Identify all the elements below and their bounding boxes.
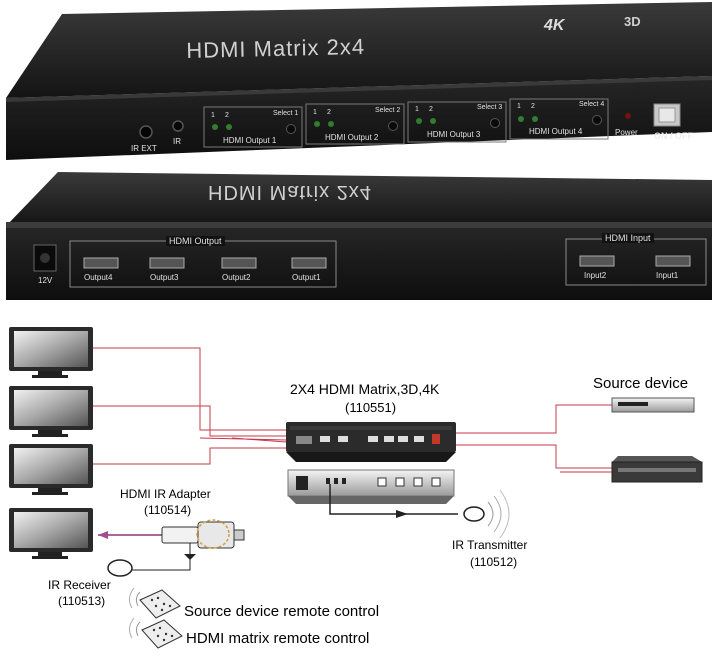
hdmi-input-group-label: HDMI Input [602,233,654,243]
ir-receiver-code: (110513) [58,594,106,608]
source-remote-label: Source device remote control [184,603,380,620]
led-output1-ch2 [226,124,232,130]
output1-label: HDMI Output 1 [223,136,277,145]
output3-port-label: Output3 [150,273,179,282]
hdmi-output2-port[interactable] [221,257,257,269]
ir-receiver-title: IR Receiver [48,578,111,592]
on-off-label: ON / OFF [654,131,693,141]
matrix-title: 2X4 HDMI Matrix,3D,4K [290,381,440,397]
output1-ch1-label: 1 [211,112,215,119]
select1-label: Select 1 [273,110,299,117]
led-output1-ch1 [212,124,218,130]
ir-ext-label: IR EXT [131,144,157,153]
source-remote-control [128,587,181,619]
source-device-label: Source device [593,375,689,392]
front-panel-title: HDMI Matrix 2x4 [186,33,366,63]
ir-label: IR [173,137,181,146]
ir-ext-jack[interactable] [139,125,153,139]
back-panel-title: HDMI Matrix 2x4 [208,181,372,203]
tv-3 [9,444,93,495]
output4-ch2-label: 2 [531,103,535,110]
tv-4 [9,508,93,559]
select3-button[interactable] [490,118,500,128]
ir-transmitter-code: (110512) [470,555,518,569]
hdmi-cables [93,347,612,473]
3d-logo: 3D [624,14,641,29]
led-output2-ch1 [314,121,320,127]
input1-port-label: Input1 [656,271,679,280]
matrix-unit-diagram [286,422,456,504]
tv-1 [9,327,93,378]
hdmi-output1-port[interactable] [291,257,327,269]
output1-ch2-label: 2 [225,112,229,119]
output2-ch1-label: 1 [313,109,317,116]
matrix-remote-label: HDMI matrix remote control [186,630,370,647]
hdmi-input1-port[interactable] [655,255,691,267]
front-panel-device: 4K 3D [6,2,712,160]
source-device-1 [611,397,695,413]
source-device-2 [611,456,703,483]
output4-ch1-label: 1 [517,103,521,110]
ir-transmitter [329,484,510,539]
dc-label: 12V [38,276,53,285]
4k-logo: 4K [543,17,566,34]
output3-ch2-label: 2 [429,106,433,113]
select4-label: Select 4 [579,101,605,108]
hdmi-input2-port[interactable] [579,255,615,267]
select3-label: Select 3 [477,104,503,111]
output3-ch1-label: 1 [415,106,419,113]
led-output3-ch2 [430,118,436,124]
led-output3-ch1 [416,118,422,124]
select4-button[interactable] [592,115,602,125]
power-label: Power [615,128,638,137]
output2-label: HDMI Output 2 [325,133,379,142]
output1-port-label: Output1 [292,273,321,282]
hdmi-output3-port[interactable] [149,257,185,269]
output2-ch2-label: 2 [327,109,331,116]
hdmi-ir-adapter [98,519,245,577]
hdmi-output-group-label: HDMI Output [166,236,225,246]
output-select-boxes [203,98,609,148]
led-output4-ch2 [532,116,538,122]
ir-sensor [172,120,184,132]
input2-port-label: Input2 [584,271,607,280]
output2-port-label: Output2 [222,273,251,282]
hdmi-output4-port[interactable] [83,257,119,269]
power-led [625,113,631,119]
led-output4-ch1 [518,116,524,122]
output4-port-label: Output4 [84,273,113,282]
output4-label: HDMI Output 4 [529,127,583,136]
matrix-code: (110551) [345,400,397,415]
led-output2-ch2 [328,121,334,127]
ir-transmitter-title: IR Transmitter [452,538,528,552]
matrix-remote-control [128,617,183,649]
output3-label: HDMI Output 3 [427,130,481,139]
ir-adapter-code: (110514) [144,503,192,517]
select2-button[interactable] [388,121,398,131]
select1-button[interactable] [286,124,296,134]
select2-label: Select 2 [375,107,401,114]
ir-adapter-title: HDMI IR Adapter [120,487,211,501]
tv-2 [9,386,93,437]
